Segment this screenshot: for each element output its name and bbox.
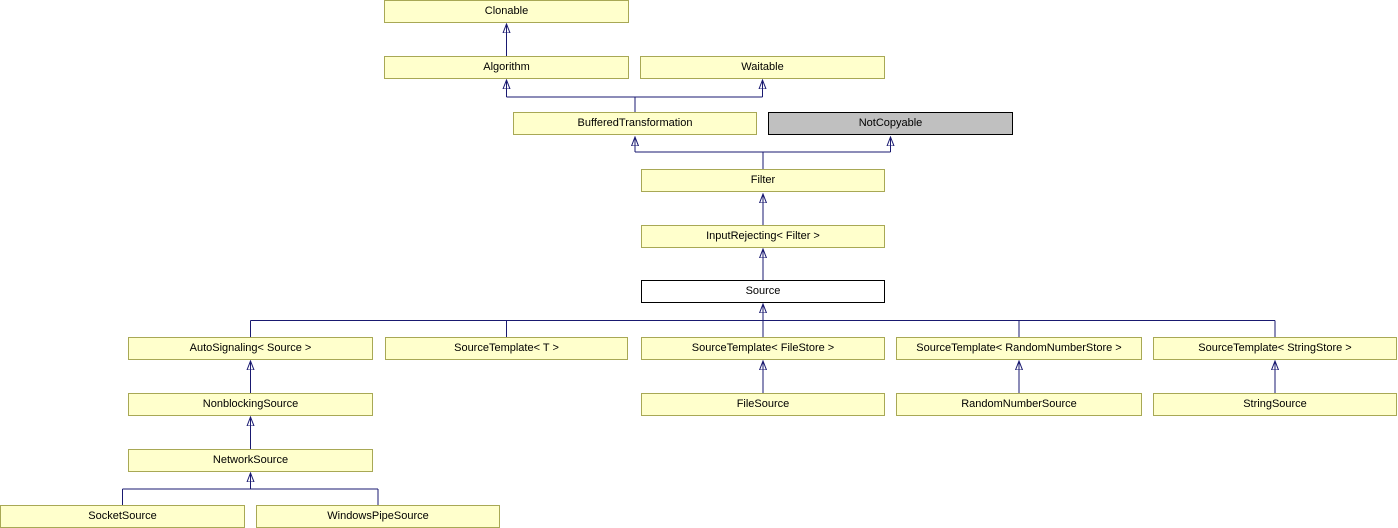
edge-children-to-source [250,304,1276,337]
node-waitable[interactable]: Waitable [640,56,885,79]
node-source-template-stringstore[interactable]: SourceTemplate< StringStore > [1153,337,1397,360]
node-algorithm[interactable]: Algorithm [384,56,629,79]
node-input-rejecting-filter[interactable]: InputRejecting< Filter > [641,225,885,248]
node-random-number-source[interactable]: RandomNumberSource [896,393,1142,416]
node-auto-signaling-source[interactable]: AutoSignaling< Source > [128,337,373,360]
edge-socket-windowspipe-to-networksource [122,473,379,505]
node-file-source[interactable]: FileSource [641,393,885,416]
node-filter[interactable]: Filter [641,169,885,192]
node-nonblocking-source[interactable]: NonblockingSource [128,393,373,416]
edge-bufferedtransformation-to-algorithm-waitable [507,80,763,112]
node-buffered-transformation[interactable]: BufferedTransformation [513,112,757,135]
node-not-copyable: NotCopyable [768,112,1013,135]
node-clonable[interactable]: Clonable [384,0,629,23]
node-windows-pipe-source[interactable]: WindowsPipeSource [256,505,500,528]
node-source-template-t[interactable]: SourceTemplate< T > [385,337,628,360]
node-source-template-randomnumberstore[interactable]: SourceTemplate< RandomNumberStore > [896,337,1142,360]
node-source-template-filestore[interactable]: SourceTemplate< FileStore > [641,337,885,360]
node-socket-source[interactable]: SocketSource [0,505,245,528]
node-string-source[interactable]: StringSource [1153,393,1397,416]
edge-filter-to-bufferedtransformation-notcopyable [635,137,891,169]
node-source: Source [641,280,885,303]
node-network-source[interactable]: NetworkSource [128,449,373,472]
